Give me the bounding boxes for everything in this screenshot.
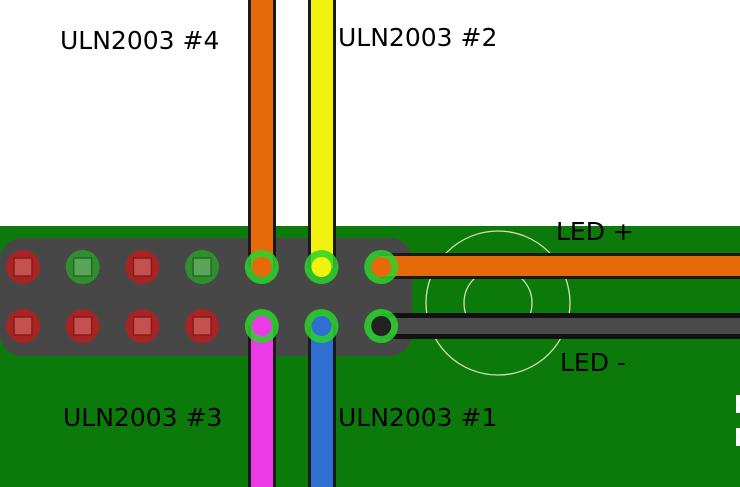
led-minus-wire-core <box>382 318 740 334</box>
uln2003-3-wire-core <box>251 326 273 487</box>
header-pad-red <box>6 309 40 343</box>
label-uln2003-2: ULN2003 #2 <box>338 23 497 52</box>
header-pad-red <box>125 250 160 284</box>
pad-square <box>132 257 153 277</box>
label-led-minus: LED - <box>560 348 626 377</box>
uln2003-3-wire <box>248 326 276 487</box>
header-pad-red <box>6 250 40 284</box>
pad-square <box>13 257 33 277</box>
uln2003-2-wire <box>308 0 336 268</box>
header-pad-green <box>65 250 100 284</box>
board-edge-mark <box>736 428 740 446</box>
label-led-plus: LED + <box>556 217 634 246</box>
led-plus-wire-core <box>380 256 740 276</box>
pad-square <box>132 316 153 336</box>
pad-square <box>72 316 93 336</box>
uln2003-1-wire-core <box>311 326 333 487</box>
uln2003-2-wire-core <box>311 0 333 268</box>
board-edge-mark <box>736 395 740 413</box>
header-pad-red <box>125 309 160 343</box>
pad-square <box>192 257 212 277</box>
uln2003-4-wire-core <box>251 0 273 268</box>
wired-pin-core <box>371 257 392 277</box>
led-minus-wire <box>380 313 740 339</box>
uln2003-4-wire <box>248 0 276 268</box>
wired-pin-core <box>311 257 332 277</box>
pad-square <box>13 316 33 336</box>
wired-pin-core <box>251 257 272 277</box>
wired-pin-core <box>371 316 392 336</box>
label-uln2003-3: ULN2003 #3 <box>63 403 222 432</box>
label-uln2003-4: ULN2003 #4 <box>60 26 219 55</box>
header-pad-red <box>185 309 220 343</box>
wired-pin-core <box>311 316 332 336</box>
board-cutout <box>0 484 218 487</box>
led-outer-ring <box>425 230 571 376</box>
led-plus-wire <box>380 253 740 279</box>
wired-pin-caps <box>244 250 399 343</box>
header-pad-red <box>65 309 100 343</box>
label-uln2003-1: ULN2003 #1 <box>338 403 497 432</box>
header-pads <box>6 250 220 343</box>
uln2003-1-wire <box>308 326 336 487</box>
pad-square <box>192 316 212 336</box>
wired-pin-core <box>251 316 272 336</box>
pad-square <box>72 257 93 277</box>
header-pad-green <box>185 250 220 284</box>
